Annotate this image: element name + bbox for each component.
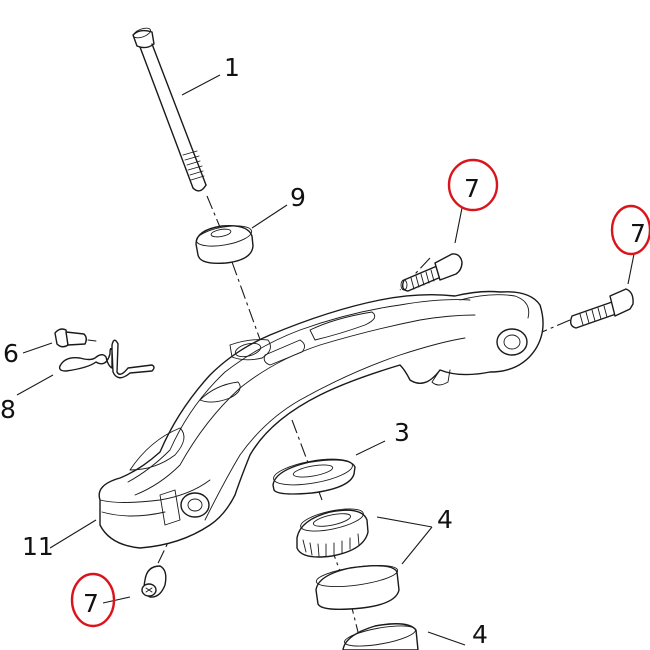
callout-7-top: 7 [464, 174, 480, 203]
leader-7-right [627, 253, 635, 285]
leader-7-top [454, 207, 463, 244]
highlight-circle-7-right [610, 204, 650, 256]
leader-lines [16, 74, 635, 646]
part-clamp-bolt-right [569, 288, 634, 329]
part-bearing-lower [342, 623, 419, 650]
callout-3: 3 [394, 418, 410, 447]
part-clamp-bolt-bottom [141, 565, 167, 598]
callout-7-right: 7 [630, 219, 646, 248]
callout-1: 1 [224, 53, 240, 82]
highlight-circle-7-top [447, 158, 499, 212]
callout-11: 11 [22, 532, 54, 561]
leader-6 [22, 342, 53, 354]
callout-labels: 1 9 7 7 6 8 3 4 4 11 7 [0, 53, 646, 649]
part-triple-clamp-lower [98, 290, 544, 549]
callout-7-bottom: 7 [83, 589, 99, 618]
leader-7-bottom [102, 596, 131, 604]
part-spacer-washer [195, 225, 254, 265]
leader-8 [16, 374, 54, 396]
leader-4a [376, 516, 433, 528]
leader-11 [49, 519, 97, 549]
highlight-circle-7-bottom [70, 572, 116, 628]
callout-4-lower: 4 [472, 620, 488, 649]
leader-1 [181, 74, 221, 96]
callout-6: 6 [3, 339, 19, 368]
part-bearing-upper [296, 508, 369, 558]
leader-4c [427, 631, 466, 646]
leader-9 [251, 204, 288, 229]
part-small-bolt [54, 328, 97, 348]
part-seal-washer [272, 458, 356, 495]
callout-9: 9 [290, 183, 306, 212]
part-long-bolt [132, 27, 207, 192]
callout-4-upper: 4 [437, 505, 453, 534]
leader-3 [355, 440, 386, 456]
part-bearing-race [315, 564, 400, 611]
highlight-circles [70, 158, 650, 628]
leader-4b [401, 526, 433, 565]
part-clamp-bolt-top [400, 253, 463, 292]
callout-8: 8 [0, 395, 16, 424]
part-wire-clip [58, 339, 155, 379]
